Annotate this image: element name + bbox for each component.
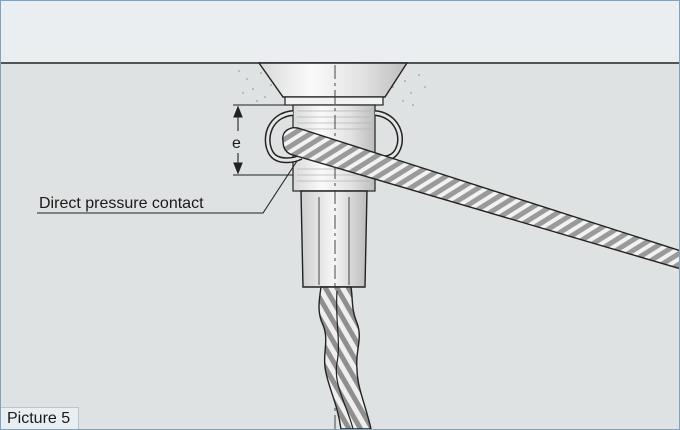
dimension-e: [233, 104, 293, 176]
callout-leader: [37, 160, 298, 214]
slab-top: [1, 1, 679, 63]
callout-label: Direct pressure contact: [39, 195, 204, 212]
funnel-cone: [257, 62, 409, 98]
figure-caption: Picture 5: [1, 407, 80, 429]
lower-sleeve: [300, 190, 368, 288]
dimension-label: e: [232, 135, 241, 152]
rebar-vertical: [318, 286, 372, 429]
thread-lines: [297, 110, 371, 182]
rebar-horizontal: [282, 127, 679, 270]
fitting-collar: [284, 96, 384, 106]
